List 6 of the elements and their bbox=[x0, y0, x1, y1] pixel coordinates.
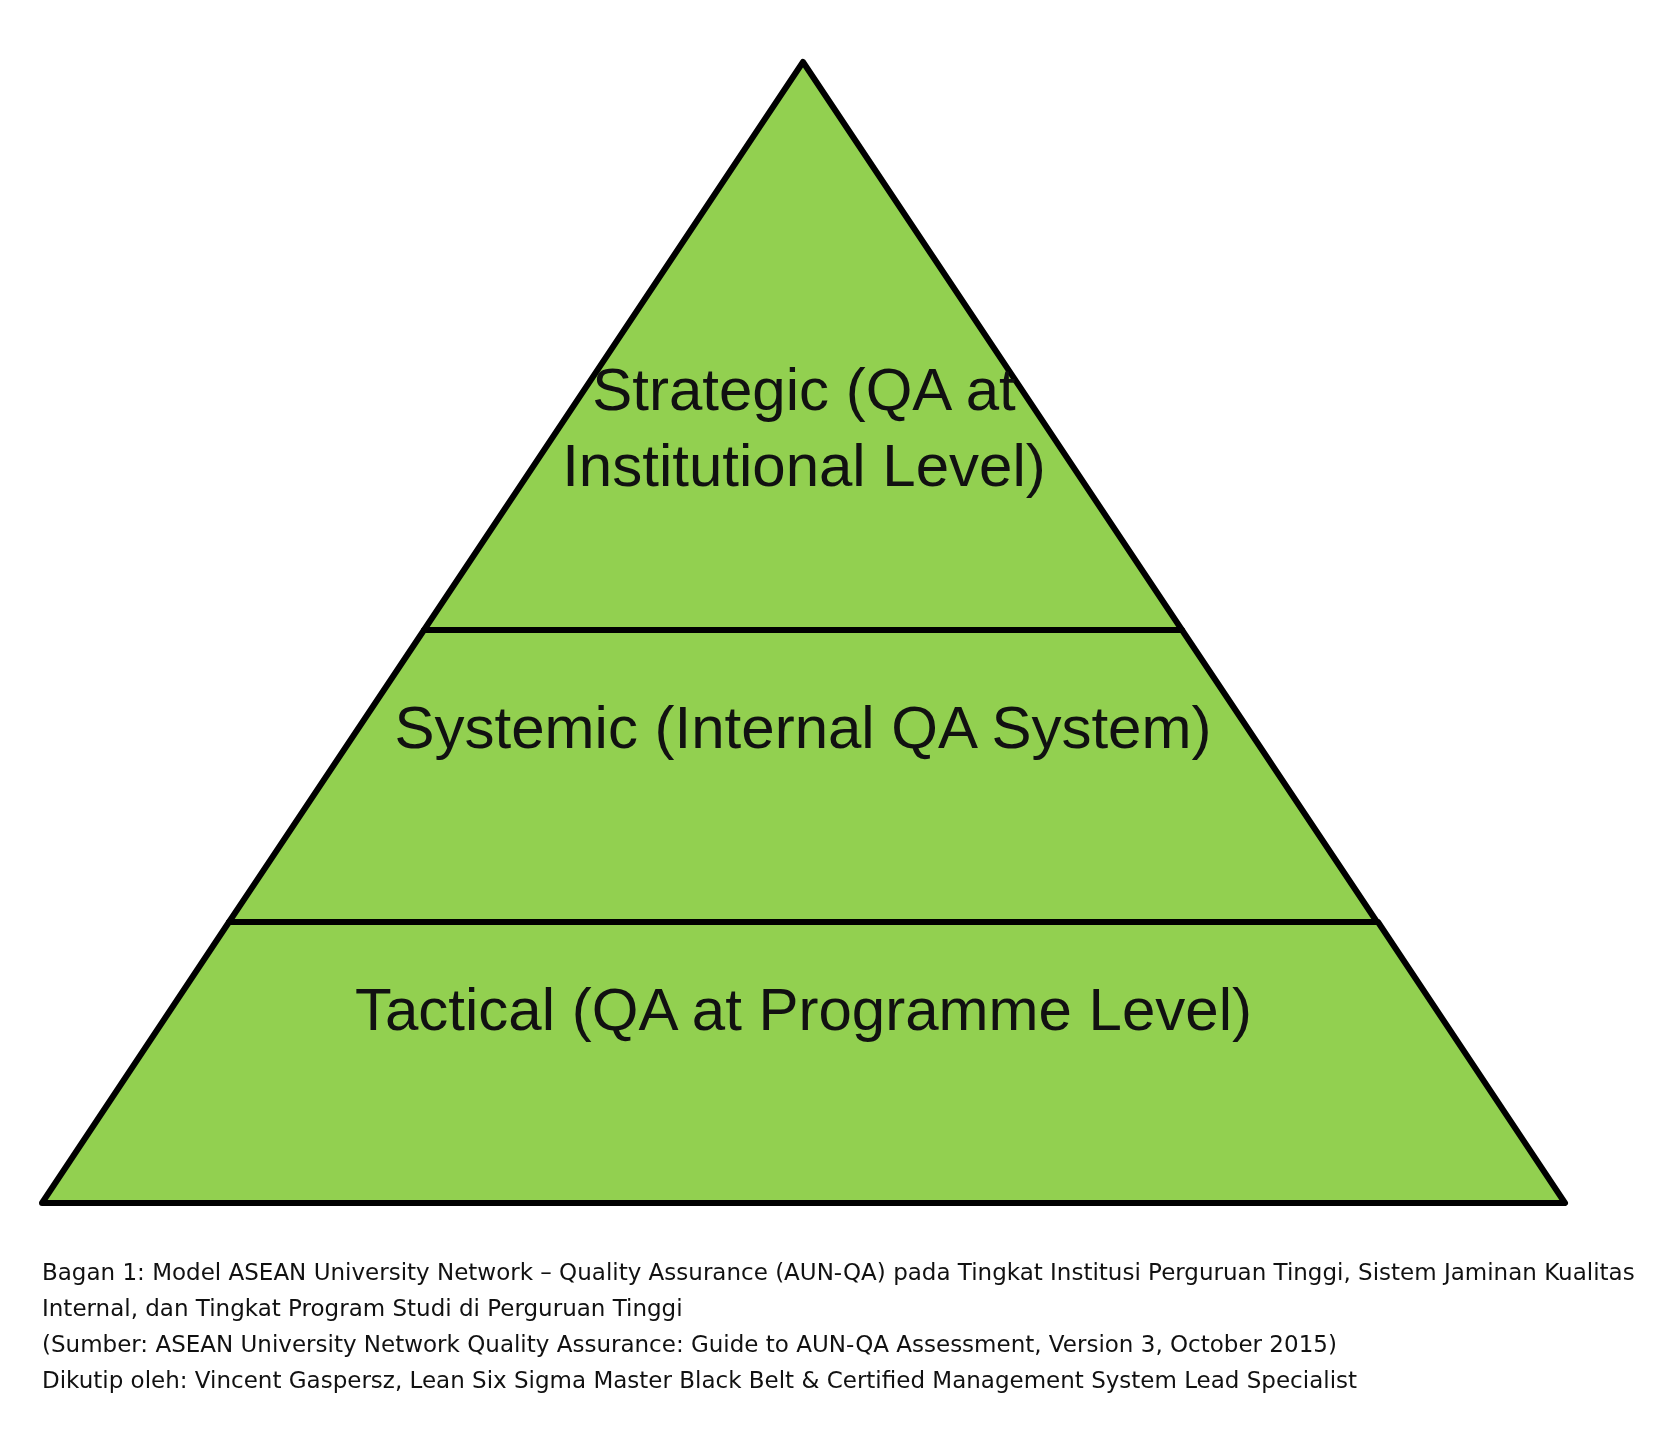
tier-label: Tactical (QA at Programme Level) bbox=[354, 975, 1253, 1045]
tier-label: Systemic (Internal QA System) bbox=[393, 693, 1213, 763]
tier-label: Strategic (QA at Institutional Level) bbox=[561, 355, 1047, 501]
caption: Bagan 1: Model ASEAN University Network – Quality Assurance (AUN-QA) pada Tingkat Institusi Perguruan Tinggi, Sistem Jaminan Kualitas Internal, dan Tingkat Program Studi di Perguruan Tinggi bbox=[42, 1258, 1636, 1323]
source-note: (Sumber: ASEAN University Network Quality Assurance: Guide to AUN-QA Assessment, Version 3, October 2015) bbox=[42, 1330, 1338, 1359]
source-note: Dikutip oleh: Vincent Gaspersz, Lean Six Sigma Master Black Belt & Certified Management System Lead Specialist bbox=[42, 1366, 1359, 1395]
